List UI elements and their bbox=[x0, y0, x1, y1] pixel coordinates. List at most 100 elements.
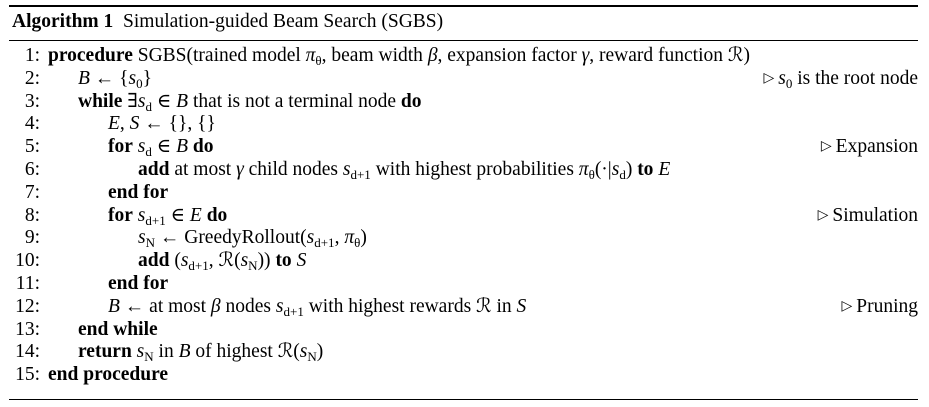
algorithm-line: 10:add (sd+1, ℛ(sN)) to S bbox=[0, 249, 929, 272]
line-segment: s bbox=[611, 159, 620, 180]
line-segment: SGBS(trained model bbox=[132, 45, 306, 66]
line-segment: d bbox=[145, 98, 152, 114]
line-segment: is the root node bbox=[792, 67, 918, 89]
line-segment: Simulation bbox=[832, 204, 918, 226]
line-segment: do bbox=[206, 204, 228, 226]
line-segment: d bbox=[145, 144, 152, 160]
line-number: 3: bbox=[24, 90, 40, 112]
line-segment: π bbox=[305, 45, 316, 66]
line-segment: ← at most bbox=[119, 295, 211, 317]
line-statement: end procedure bbox=[48, 363, 168, 386]
line-segment: , bbox=[119, 113, 130, 135]
line-number: 4: bbox=[24, 113, 40, 135]
comment-triangle-icon: ▷ bbox=[763, 70, 775, 86]
line-segment: 0 bbox=[785, 75, 793, 91]
line-segment: s bbox=[778, 67, 786, 89]
algorithm-line: 1:procedure SGBS(trained model πθ, beam … bbox=[0, 44, 929, 67]
line-number: 1: bbox=[24, 45, 40, 66]
line-segment: ← { bbox=[89, 67, 129, 89]
line-segment: procedure bbox=[48, 45, 133, 66]
line-segment: while bbox=[78, 90, 123, 112]
line-segment: ∃ bbox=[122, 90, 138, 112]
line-segment: )) bbox=[257, 250, 276, 272]
top-rule bbox=[9, 5, 918, 7]
line-comment: ▷Pruning bbox=[841, 295, 918, 318]
line-number: 15: bbox=[15, 364, 40, 386]
algorithm-line: 12: B ← at most β nodes sd+1 with highest… bbox=[0, 295, 929, 318]
line-statement: end for bbox=[108, 272, 168, 295]
line-segment: Expansion bbox=[835, 136, 918, 158]
line-segment: end for bbox=[108, 273, 169, 294]
line-segment: π bbox=[578, 159, 589, 180]
line-segment: β bbox=[427, 45, 438, 66]
line-statement: return sN in B of highest ℛ(sN) bbox=[78, 340, 323, 363]
algorithm-line: 6:add at most γ child nodes sd+1 with hi… bbox=[0, 158, 929, 181]
line-segment: E bbox=[108, 113, 120, 135]
line-statement: B ← at most β nodes sd+1 with highest re… bbox=[108, 295, 526, 318]
line-segment: add bbox=[138, 250, 170, 272]
algorithm-line: 14:return sN in B of highest ℛ(sN) bbox=[0, 340, 929, 363]
line-segment: θ bbox=[354, 235, 361, 251]
line-segment: do bbox=[400, 90, 422, 112]
line-segment: s bbox=[136, 341, 145, 363]
line-segment: end for bbox=[108, 181, 169, 203]
line-segment: (·| bbox=[594, 159, 612, 180]
line-segment: s bbox=[299, 341, 308, 363]
line-comment: ▷Expansion bbox=[821, 135, 918, 158]
line-number: 6: bbox=[24, 159, 40, 180]
line-segment: s bbox=[137, 90, 146, 112]
line-segment: s bbox=[180, 250, 189, 272]
line-segment: , ℛ( bbox=[208, 250, 241, 272]
line-number: 5: bbox=[24, 136, 40, 158]
line-segment: β bbox=[210, 295, 221, 317]
comment-triangle-icon: ▷ bbox=[820, 139, 832, 155]
line-segment: that is not a terminal node bbox=[188, 90, 401, 112]
line-segment: ) bbox=[316, 341, 324, 363]
line-statement: add (sd+1, ℛ(sN)) to S bbox=[138, 249, 306, 272]
line-segment: d+1 bbox=[283, 303, 304, 319]
line-segment: B bbox=[176, 136, 188, 158]
line-segment: to bbox=[275, 250, 292, 272]
bottom-rule bbox=[9, 399, 918, 400]
line-segment: , beam width bbox=[321, 45, 428, 66]
line-segment: ) bbox=[360, 227, 367, 249]
line-segment: child nodes bbox=[243, 159, 343, 180]
line-segment: θ bbox=[588, 167, 595, 182]
line-segment: for bbox=[108, 204, 133, 226]
line-segment: B bbox=[78, 67, 90, 89]
algorithm-title: Simulation-guided Beam Search (SGBS) bbox=[123, 11, 444, 32]
line-statement: B ← {s0} bbox=[78, 67, 152, 90]
line-segment: ← {}, {} bbox=[139, 113, 216, 135]
line-number: 8: bbox=[24, 204, 40, 226]
line-segment: S bbox=[129, 113, 140, 135]
line-segment: s bbox=[275, 295, 284, 317]
line-number: 10: bbox=[15, 250, 40, 272]
line-segment: end while bbox=[78, 318, 158, 340]
line-segment: to bbox=[637, 159, 654, 180]
line-number: 11: bbox=[15, 273, 40, 294]
line-segment: ) bbox=[743, 45, 750, 66]
line-segment: s bbox=[137, 136, 146, 158]
line-segment: N bbox=[144, 349, 154, 365]
line-segment: d+1 bbox=[350, 167, 371, 182]
line-statement: for sd ∈ B do bbox=[108, 135, 213, 158]
line-segment: E bbox=[658, 159, 671, 180]
line-segment: s bbox=[306, 227, 315, 249]
line-segment: , reward function bbox=[589, 45, 728, 66]
line-statement: add at most γ child nodes sd+1 with high… bbox=[138, 158, 670, 181]
line-segment: S bbox=[296, 250, 307, 272]
algorithm-line: 5: for sd ∈ B do ▷Expansion bbox=[0, 135, 929, 158]
comment-triangle-icon: ▷ bbox=[817, 207, 829, 223]
line-number: 12: bbox=[15, 295, 40, 317]
algorithm-line: 8:for sd+1 ∈ E do▷Simulation bbox=[0, 204, 929, 227]
line-segment: add bbox=[138, 159, 170, 180]
line-segment: π bbox=[344, 227, 355, 249]
line-segment: ∈ bbox=[165, 204, 190, 226]
line-comment: ▷Simulation bbox=[818, 204, 918, 227]
line-segment: end procedure bbox=[48, 364, 169, 386]
line-segment: B bbox=[108, 295, 120, 317]
line-statement: end for bbox=[108, 181, 168, 204]
line-number: 13: bbox=[15, 318, 40, 340]
line-number: 7: bbox=[24, 181, 40, 203]
algorithm-line: 2:B ← {s0}▷s0 is the root node bbox=[0, 67, 929, 90]
